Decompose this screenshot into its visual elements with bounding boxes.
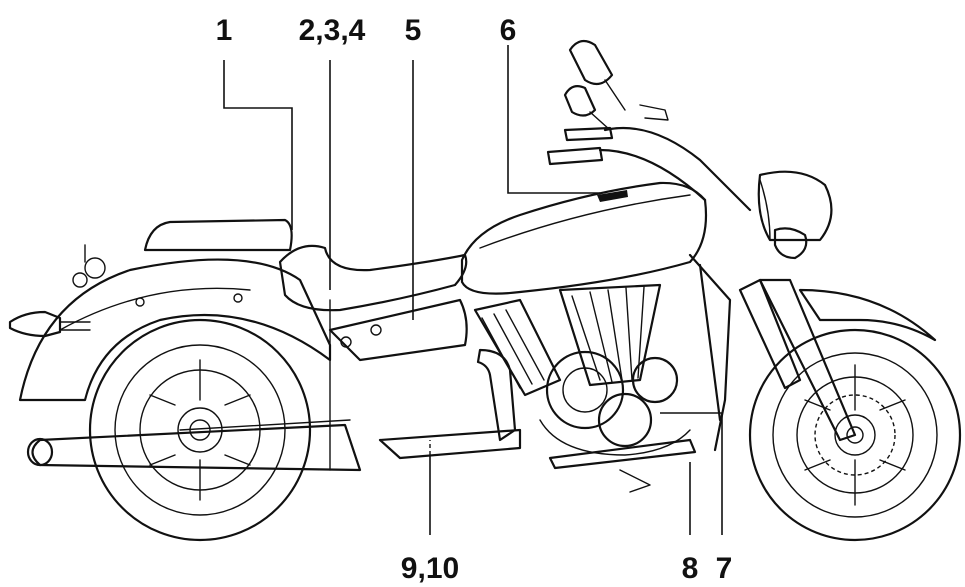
callout-7: 7 [716, 552, 733, 585]
callout-6: 6 [500, 14, 517, 47]
handlebar [546, 39, 752, 212]
rider-seat [278, 244, 468, 312]
frame [329, 253, 732, 471]
engine [473, 283, 691, 456]
callouts: 1 2,3,4 5 6 9,10 8 7 [216, 14, 733, 585]
rear-seat [143, 218, 293, 252]
callout-8: 8 [682, 552, 699, 585]
callout-5: 5 [405, 14, 422, 47]
callout-9-10: 9,10 [401, 552, 459, 585]
footboard [548, 438, 697, 493]
callout-1: 1 [216, 14, 233, 47]
exhaust-system [26, 348, 522, 472]
air-cleaner [631, 356, 679, 404]
leader-lines [223, 45, 723, 535]
front-fork [738, 278, 937, 442]
callout-2-3-4: 2,3,4 [299, 14, 366, 47]
fuel-tank [460, 181, 708, 295]
front-wheel [748, 328, 962, 542]
rear-fender [18, 258, 332, 402]
headlight [757, 170, 833, 260]
rear-wheel [88, 318, 312, 542]
side-cover [328, 298, 468, 362]
tail-light [8, 244, 106, 338]
